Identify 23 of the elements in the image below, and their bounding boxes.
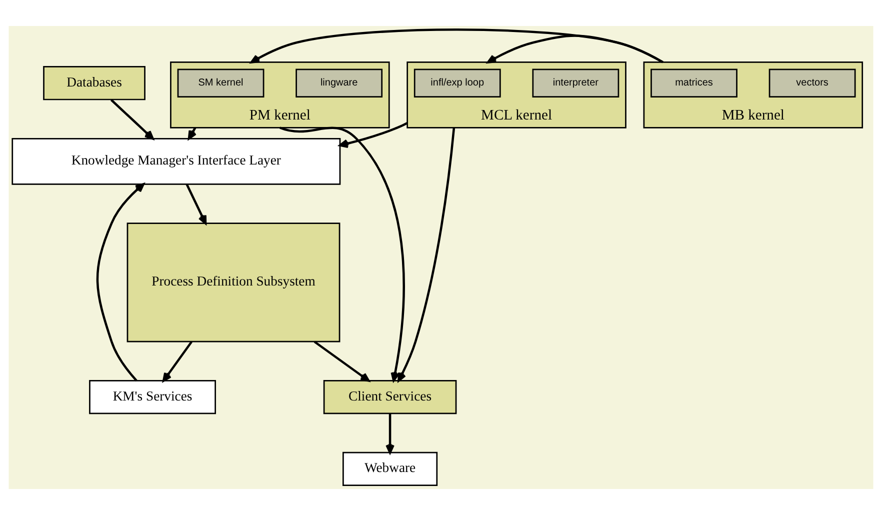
node-box: vectors — [768, 68, 856, 98]
arrow — [110, 99, 154, 140]
arrow — [250, 28, 664, 64]
arrow — [314, 340, 370, 382]
node-box: KM's Services — [89, 380, 216, 414]
arrow — [398, 128, 456, 382]
node-box: Webware — [342, 452, 438, 486]
arrow — [280, 126, 405, 382]
node-box: infl/exp loop — [414, 68, 501, 98]
arrow — [338, 122, 408, 148]
arrow — [186, 184, 207, 224]
node-box: Knowledge Manager's Interface Layer — [12, 138, 341, 185]
node-box: Process Definition Subsystem — [126, 222, 340, 342]
node-box: lingware — [296, 68, 383, 98]
arrow — [386, 414, 394, 454]
arrow — [486, 34, 664, 64]
node-box: interpreter — [532, 68, 620, 98]
node-box: SM kernel — [177, 68, 264, 98]
arrow — [162, 341, 193, 382]
node-box: matrices — [650, 68, 738, 98]
arrow — [96, 183, 144, 382]
node-box: Databases — [43, 66, 146, 100]
node-box: Client Services — [323, 380, 457, 414]
